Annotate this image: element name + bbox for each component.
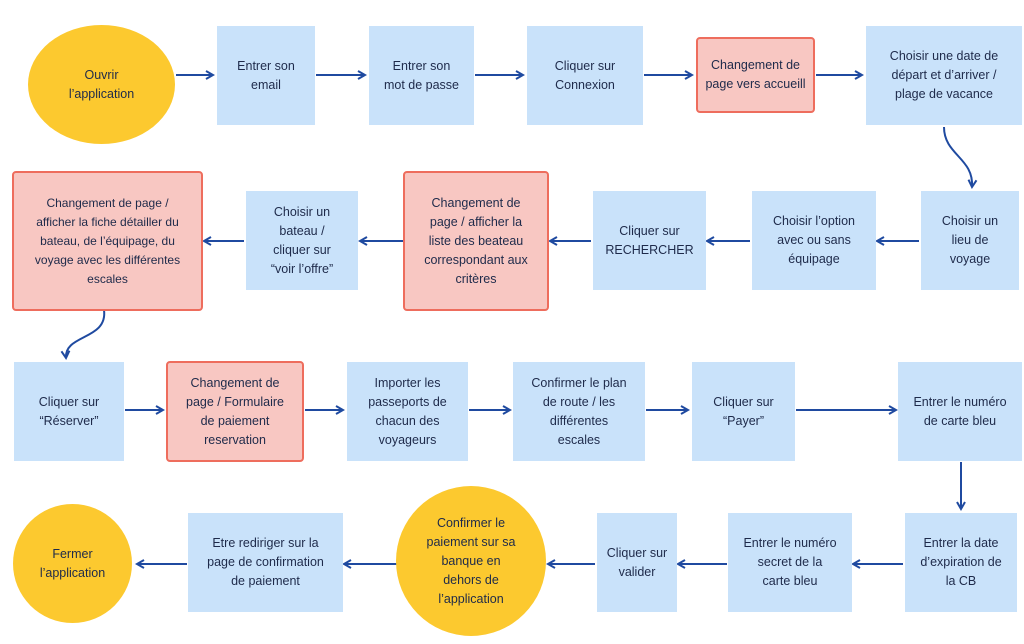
- step-confirm-route: Confirmer le plan de route / les différe…: [513, 362, 645, 461]
- step-click-validate: Cliquer sur valider: [597, 513, 677, 612]
- arrow-6-7: [943, 126, 972, 187]
- step-choose-dates: Choisir une date de départ et d’arriver …: [866, 26, 1022, 125]
- step-choose-crew-option: Choisir l’option avec ou sans équipage: [752, 191, 876, 290]
- step-click-pay: Cliquer sur “Payer”: [692, 362, 795, 461]
- page-change-boat-list: Changement de page / afficher la liste d…: [403, 171, 549, 311]
- step-confirm-bank-payment: Confirmer le paiement sur sa banque en d…: [396, 486, 546, 636]
- step-enter-secret-code: Entrer le numéro secret de la carte bleu: [728, 513, 852, 612]
- page-change-payment-form: Changement de page / Formulaire de paiem…: [166, 361, 304, 462]
- step-enter-password: Entrer son mot de passe: [369, 26, 474, 125]
- page-change-boat-details: Changement de page / afficher la fiche d…: [12, 171, 203, 311]
- step-click-connexion: Cliquer sur Connexion: [527, 26, 643, 125]
- step-redirect-confirmation: Etre rediriger sur la page de confirmati…: [188, 513, 343, 612]
- arrow-12-13: [66, 309, 106, 358]
- step-choose-boat: Choisir un bateau / cliquer sur “voir l’…: [246, 191, 358, 290]
- step-enter-card-number: Entrer le numéro de carte bleu: [898, 362, 1022, 461]
- step-import-passports: Importer les passeports de chacun des vo…: [347, 362, 468, 461]
- end-close-app: Fermer l’application: [13, 504, 132, 623]
- step-enter-expiry: Entrer la date d’expiration de la CB: [905, 513, 1017, 612]
- step-enter-email: Entrer son email: [217, 26, 315, 125]
- step-click-search: Cliquer sur RECHERCHER: [593, 191, 706, 290]
- step-choose-location: Choisir un lieu de voyage: [921, 191, 1019, 290]
- step-click-reserve: Cliquer sur “Réserver”: [14, 362, 124, 461]
- start-open-app: Ouvrir l’application: [28, 25, 175, 144]
- page-change-home: Changement de page vers accueill: [696, 37, 815, 113]
